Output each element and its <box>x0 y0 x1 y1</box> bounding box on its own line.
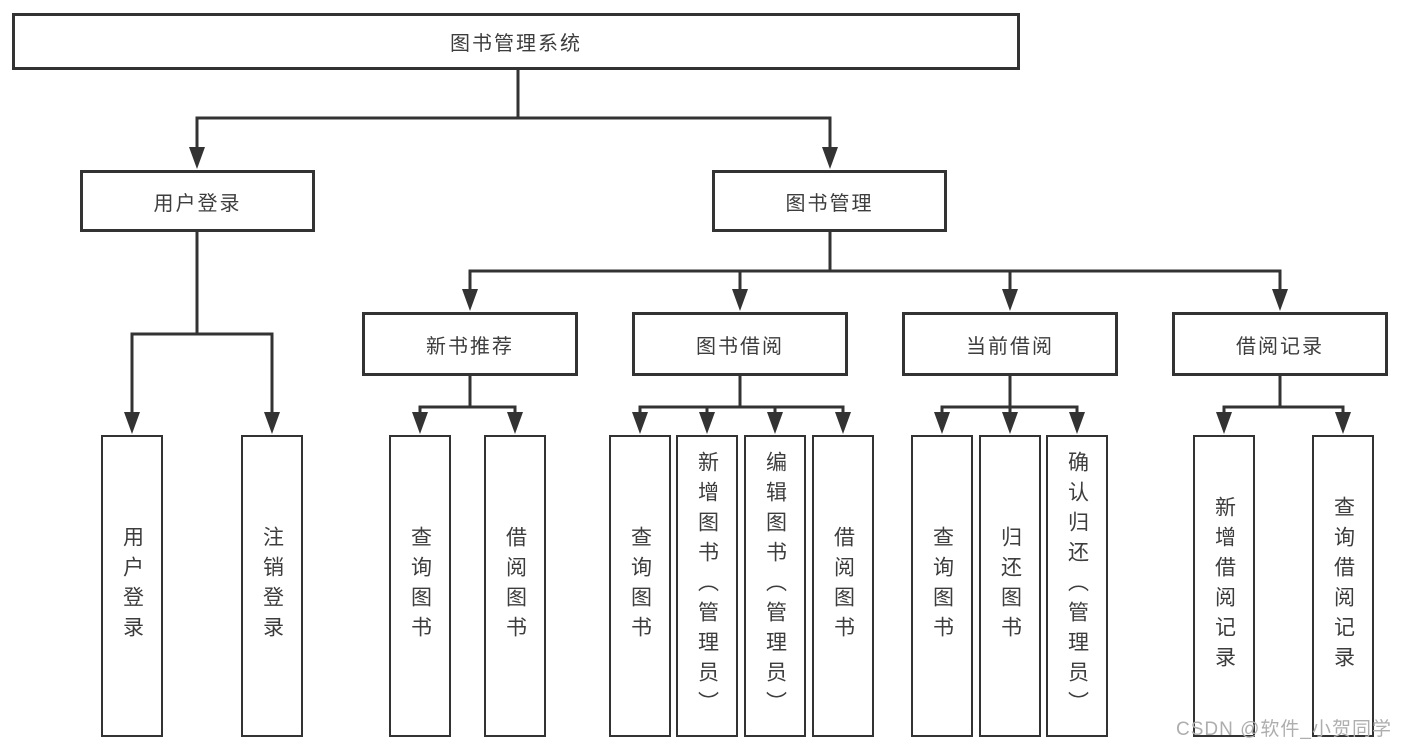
leaf-add-borrow-record: 新增借阅记录 <box>1193 435 1255 737</box>
node-label: 新增借阅记录 <box>1212 496 1236 676</box>
node-book-management-branch: 图书管理 <box>712 170 947 232</box>
node-label: 新书推荐 <box>426 335 514 358</box>
node-label: 借阅记录 <box>1236 335 1324 358</box>
node-library-management-system: 图书管理系统 <box>12 13 1020 70</box>
leaf-query-books-current: 查询图书 <box>911 435 973 737</box>
node-borrowing-records: 借阅记录 <box>1172 312 1388 376</box>
node-label: 图书管理 <box>785 192 874 215</box>
leaf-query-borrow-record: 查询借阅记录 <box>1312 435 1374 737</box>
node-label: 归还图书 <box>998 526 1022 646</box>
node-label: 当前借阅 <box>966 335 1054 358</box>
node-label: 编辑图书（管理员） <box>763 451 787 721</box>
leaf-query-books-recommend: 查询图书 <box>389 435 451 737</box>
node-label: 查询图书 <box>408 526 432 646</box>
node-label: 用户登录 <box>153 192 242 215</box>
node-label: 确认归还（管理员） <box>1065 451 1089 721</box>
leaf-return-book: 归还图书 <box>979 435 1041 737</box>
node-label: 查询图书 <box>628 526 652 646</box>
node-label: 注销登录 <box>260 526 284 646</box>
leaf-borrow-books: 借阅图书 <box>812 435 874 737</box>
leaf-add-book-admin: 新增图书（管理员） <box>676 435 738 737</box>
node-new-book-recommendation: 新书推荐 <box>362 312 578 376</box>
leaf-edit-book-admin: 编辑图书（管理员） <box>744 435 806 737</box>
node-current-borrowing: 当前借阅 <box>902 312 1118 376</box>
csdn-watermark: CSDN @软件_小贺同学 <box>1176 719 1392 740</box>
node-label: 借阅图书 <box>831 526 855 646</box>
node-user-login-branch: 用户登录 <box>80 170 315 232</box>
node-label: 查询图书 <box>930 526 954 646</box>
leaf-confirm-return-admin: 确认归还（管理员） <box>1046 435 1108 737</box>
node-label: 用户登录 <box>120 526 144 646</box>
node-label: 新增图书（管理员） <box>695 451 719 721</box>
leaf-query-books-borrow: 查询图书 <box>609 435 671 737</box>
node-book-borrowing: 图书借阅 <box>632 312 848 376</box>
node-label: 借阅图书 <box>503 526 527 646</box>
node-label: 图书管理系统 <box>450 33 582 55</box>
leaf-user-login: 用户登录 <box>101 435 163 737</box>
leaf-borrow-books-recommend: 借阅图书 <box>484 435 546 737</box>
node-label: 查询借阅记录 <box>1331 496 1355 676</box>
leaf-logout: 注销登录 <box>241 435 303 737</box>
node-label: 图书借阅 <box>696 335 784 358</box>
